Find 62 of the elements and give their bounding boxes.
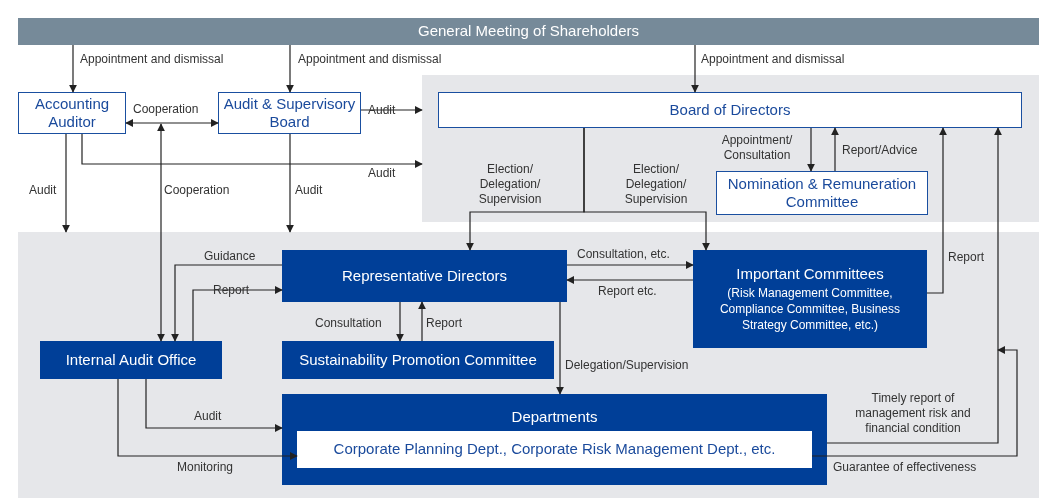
edge-label: Consultation, etc. bbox=[577, 247, 670, 262]
arrow bbox=[69, 44, 77, 93]
arrow bbox=[62, 133, 70, 233]
edge-label: Report/Advice bbox=[842, 143, 918, 158]
edge-label: Audit bbox=[368, 103, 396, 118]
entity-box: Departments Corporate Planning Dept., Corporate Risk Management Dept., etc. bbox=[282, 394, 827, 485]
edge-label: Guarantee of effectiveness bbox=[833, 460, 977, 475]
entity-box: Representative Directors bbox=[282, 250, 567, 302]
edge-label: Audit bbox=[368, 166, 396, 181]
edge-label: Appointment and dismissal bbox=[701, 52, 845, 67]
edge-label: Election/ Delegation/ Supervision bbox=[623, 162, 689, 207]
arrow bbox=[145, 378, 283, 432]
edge-label: Delegation/Supervision bbox=[565, 358, 689, 373]
arrow bbox=[81, 133, 423, 168]
arrow bbox=[286, 133, 294, 233]
arrow bbox=[125, 119, 219, 127]
edge-label: Monitoring bbox=[177, 460, 234, 475]
arrow bbox=[926, 127, 947, 294]
entity-box: Audit & Supervisory Board bbox=[218, 92, 361, 134]
arrow bbox=[418, 301, 426, 342]
edge-label: Guidance bbox=[204, 249, 256, 264]
edge-label: Consultation bbox=[315, 316, 382, 331]
edge-label: Appointment/ Consultation bbox=[720, 133, 794, 163]
arrow bbox=[360, 106, 423, 114]
arrow bbox=[157, 123, 165, 342]
edge-label: Appointment and dismissal bbox=[298, 52, 442, 67]
arrow bbox=[192, 286, 283, 342]
arrow bbox=[807, 127, 815, 172]
entity-box: Corporate Planning Dept., Corporate Risk Management Dept., etc. bbox=[297, 431, 812, 468]
edge-label: Report bbox=[213, 283, 250, 298]
edge-label: Report bbox=[426, 316, 463, 331]
entity-box: Board of Directors bbox=[438, 92, 1022, 128]
edge-label: Audit bbox=[295, 183, 323, 198]
edge-label: Report bbox=[948, 250, 985, 265]
edge-label: Audit bbox=[194, 409, 222, 424]
arrow bbox=[831, 127, 839, 172]
edge-label: Cooperation bbox=[164, 183, 230, 198]
entity-box: Important Committees (Risk Management Committee, Compliance Committee, Business Strategy Committee, etc.) bbox=[693, 250, 927, 348]
edge-label: Timely report of management risk and financial condition bbox=[854, 391, 972, 436]
arrow bbox=[583, 127, 710, 251]
arrow bbox=[566, 276, 694, 284]
edge-label: Audit bbox=[29, 183, 57, 198]
edge-label: Cooperation bbox=[133, 102, 199, 117]
arrow bbox=[171, 264, 283, 342]
arrow bbox=[811, 346, 1018, 457]
edge-label: Appointment and dismissal bbox=[80, 52, 224, 67]
entity-box: Nomination & Remuneration Committee bbox=[716, 171, 928, 215]
arrow bbox=[691, 44, 699, 93]
entity-box: Accounting Auditor bbox=[18, 92, 126, 134]
arrow bbox=[396, 301, 404, 342]
edge-label: Report etc. bbox=[598, 284, 657, 299]
arrow bbox=[826, 127, 1002, 444]
arrow bbox=[566, 261, 694, 269]
region-background bbox=[422, 75, 1039, 222]
header-bar: General Meeting of Shareholders bbox=[18, 18, 1039, 45]
arrow bbox=[286, 44, 294, 93]
arrow bbox=[556, 301, 564, 395]
edge-label: Election/ Delegation/ Supervision bbox=[477, 162, 543, 207]
entity-box: Internal Audit Office bbox=[40, 341, 222, 379]
arrow bbox=[117, 378, 298, 460]
region-background bbox=[18, 232, 1039, 498]
entity-box: Sustainability Promotion Committee bbox=[282, 341, 554, 379]
